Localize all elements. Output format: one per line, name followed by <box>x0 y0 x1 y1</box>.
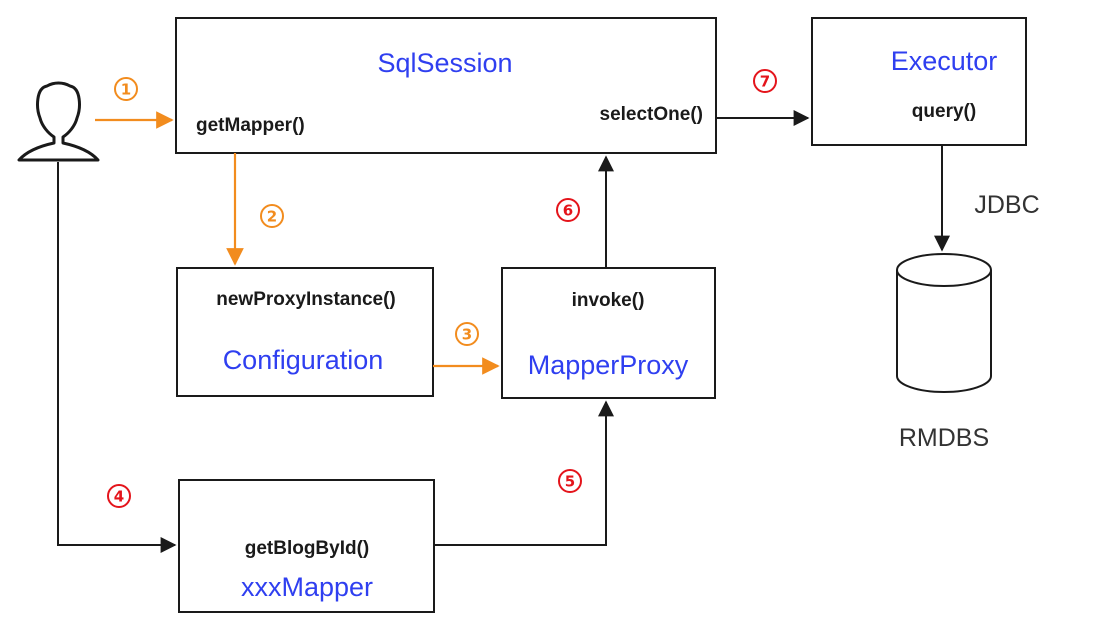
getmapper-method-label: getMapper() <box>196 115 305 136</box>
svg-text:5: 5 <box>565 473 575 491</box>
step-7-marker: 7 <box>753 69 777 93</box>
xxxmapper-box: getBlogById() xxxMapper <box>178 479 435 613</box>
executor-box: Executor query() <box>811 17 1027 146</box>
selectone-method-label: selectOne() <box>600 104 703 125</box>
getblogbyid-method-label: getBlogById() <box>245 538 370 559</box>
step-4-marker: 4 <box>107 484 131 508</box>
database-cylinder-icon <box>896 253 992 393</box>
mapperproxy-title: MapperProxy <box>528 350 689 380</box>
sqlsession-title: SqlSession <box>377 48 512 78</box>
user-silhouette-icon <box>17 81 100 162</box>
step-2-marker: 2 <box>260 204 284 228</box>
sqlsession-box: SqlSession getMapper() selectOne() <box>175 17 717 154</box>
step-3-marker: 3 <box>455 322 479 346</box>
svg-text:6: 6 <box>563 202 573 220</box>
query-method-label: query() <box>912 101 976 122</box>
step-5-marker: 5 <box>558 469 582 493</box>
svg-text:3: 3 <box>462 326 472 344</box>
configuration-box: newProxyInstance() Configuration <box>176 267 434 397</box>
step-6-marker: 6 <box>556 198 580 222</box>
svg-text:2: 2 <box>267 208 277 226</box>
rmdbs-label: RMDBS <box>899 424 989 452</box>
mapperproxy-box: invoke() MapperProxy <box>501 267 716 399</box>
configuration-title: Configuration <box>223 345 384 375</box>
svg-text:1: 1 <box>121 81 131 99</box>
step-1-marker: 1 <box>114 77 138 101</box>
svg-text:4: 4 <box>114 488 124 506</box>
svg-text:7: 7 <box>760 73 770 91</box>
newproxyinstance-method-label: newProxyInstance() <box>216 289 396 310</box>
executor-title: Executor <box>891 46 998 76</box>
xxxmapper-to-mapperproxy-arrow <box>434 400 614 546</box>
user-to-xxxmapper-arrow <box>57 162 177 553</box>
jdbc-label: JDBC <box>974 191 1039 219</box>
invoke-method-label: invoke() <box>572 290 645 311</box>
xxxmapper-title: xxxMapper <box>241 572 373 602</box>
